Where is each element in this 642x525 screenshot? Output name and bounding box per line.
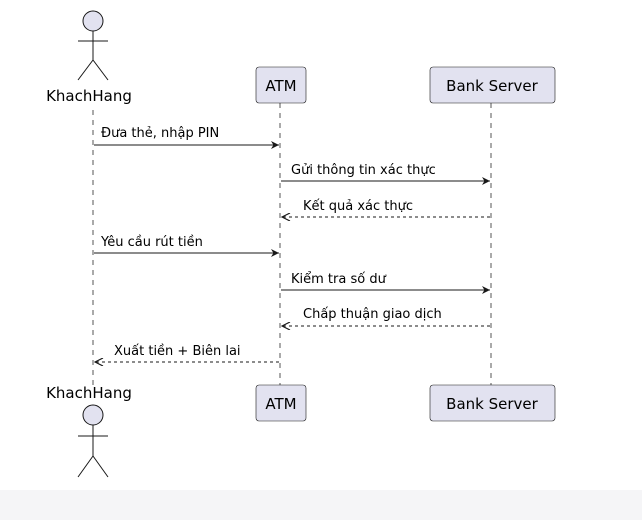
participant-atm-label-bottom: ATM — [265, 395, 296, 413]
message-label: Đưa thẻ, nhập PIN — [101, 126, 219, 141]
message-5: Kiểm tra số dư — [281, 272, 490, 294]
participant-server-label-bottom: Bank Server — [446, 395, 538, 413]
actor-label-top: KhachHang — [46, 87, 132, 105]
participant-server-top: Bank Server — [429, 66, 556, 104]
participant-server-label-top: Bank Server — [446, 77, 538, 95]
message-2: Gửi thông tin xác thực — [281, 163, 490, 185]
message-6: Chấp thuận giao dịch — [282, 307, 490, 326]
actor-top: KhachHang — [46, 10, 132, 105]
message-7: Xuất tiền + Biên lai — [95, 344, 279, 362]
actor-bottom: KhachHang — [46, 384, 132, 478]
message-label: Gửi thông tin xác thực — [291, 163, 436, 178]
footer-band — [0, 490, 642, 520]
message-label: Kiểm tra số dư — [291, 272, 387, 287]
message-label: Xuất tiền + Biên lai — [114, 344, 241, 359]
participant-atm-top: ATM — [255, 66, 307, 104]
participant-atm-label-top: ATM — [265, 77, 296, 95]
participant-server-bottom: Bank Server — [429, 384, 556, 422]
participant-atm-bottom: ATM — [255, 384, 307, 422]
message-label: Kết quả xác thực — [303, 199, 413, 214]
message-3: Kết quả xác thực — [282, 199, 490, 217]
message-1: Đưa thẻ, nhập PIN — [94, 126, 279, 149]
message-4: Yêu cầu rút tiền — [94, 235, 279, 257]
actor-head-icon — [82, 10, 104, 32]
message-label: Chấp thuận giao dịch — [303, 307, 442, 322]
message-label: Yêu cầu rút tiền — [100, 235, 203, 250]
actor-label-bottom: KhachHang — [46, 384, 132, 402]
actor-head-icon — [82, 404, 104, 426]
